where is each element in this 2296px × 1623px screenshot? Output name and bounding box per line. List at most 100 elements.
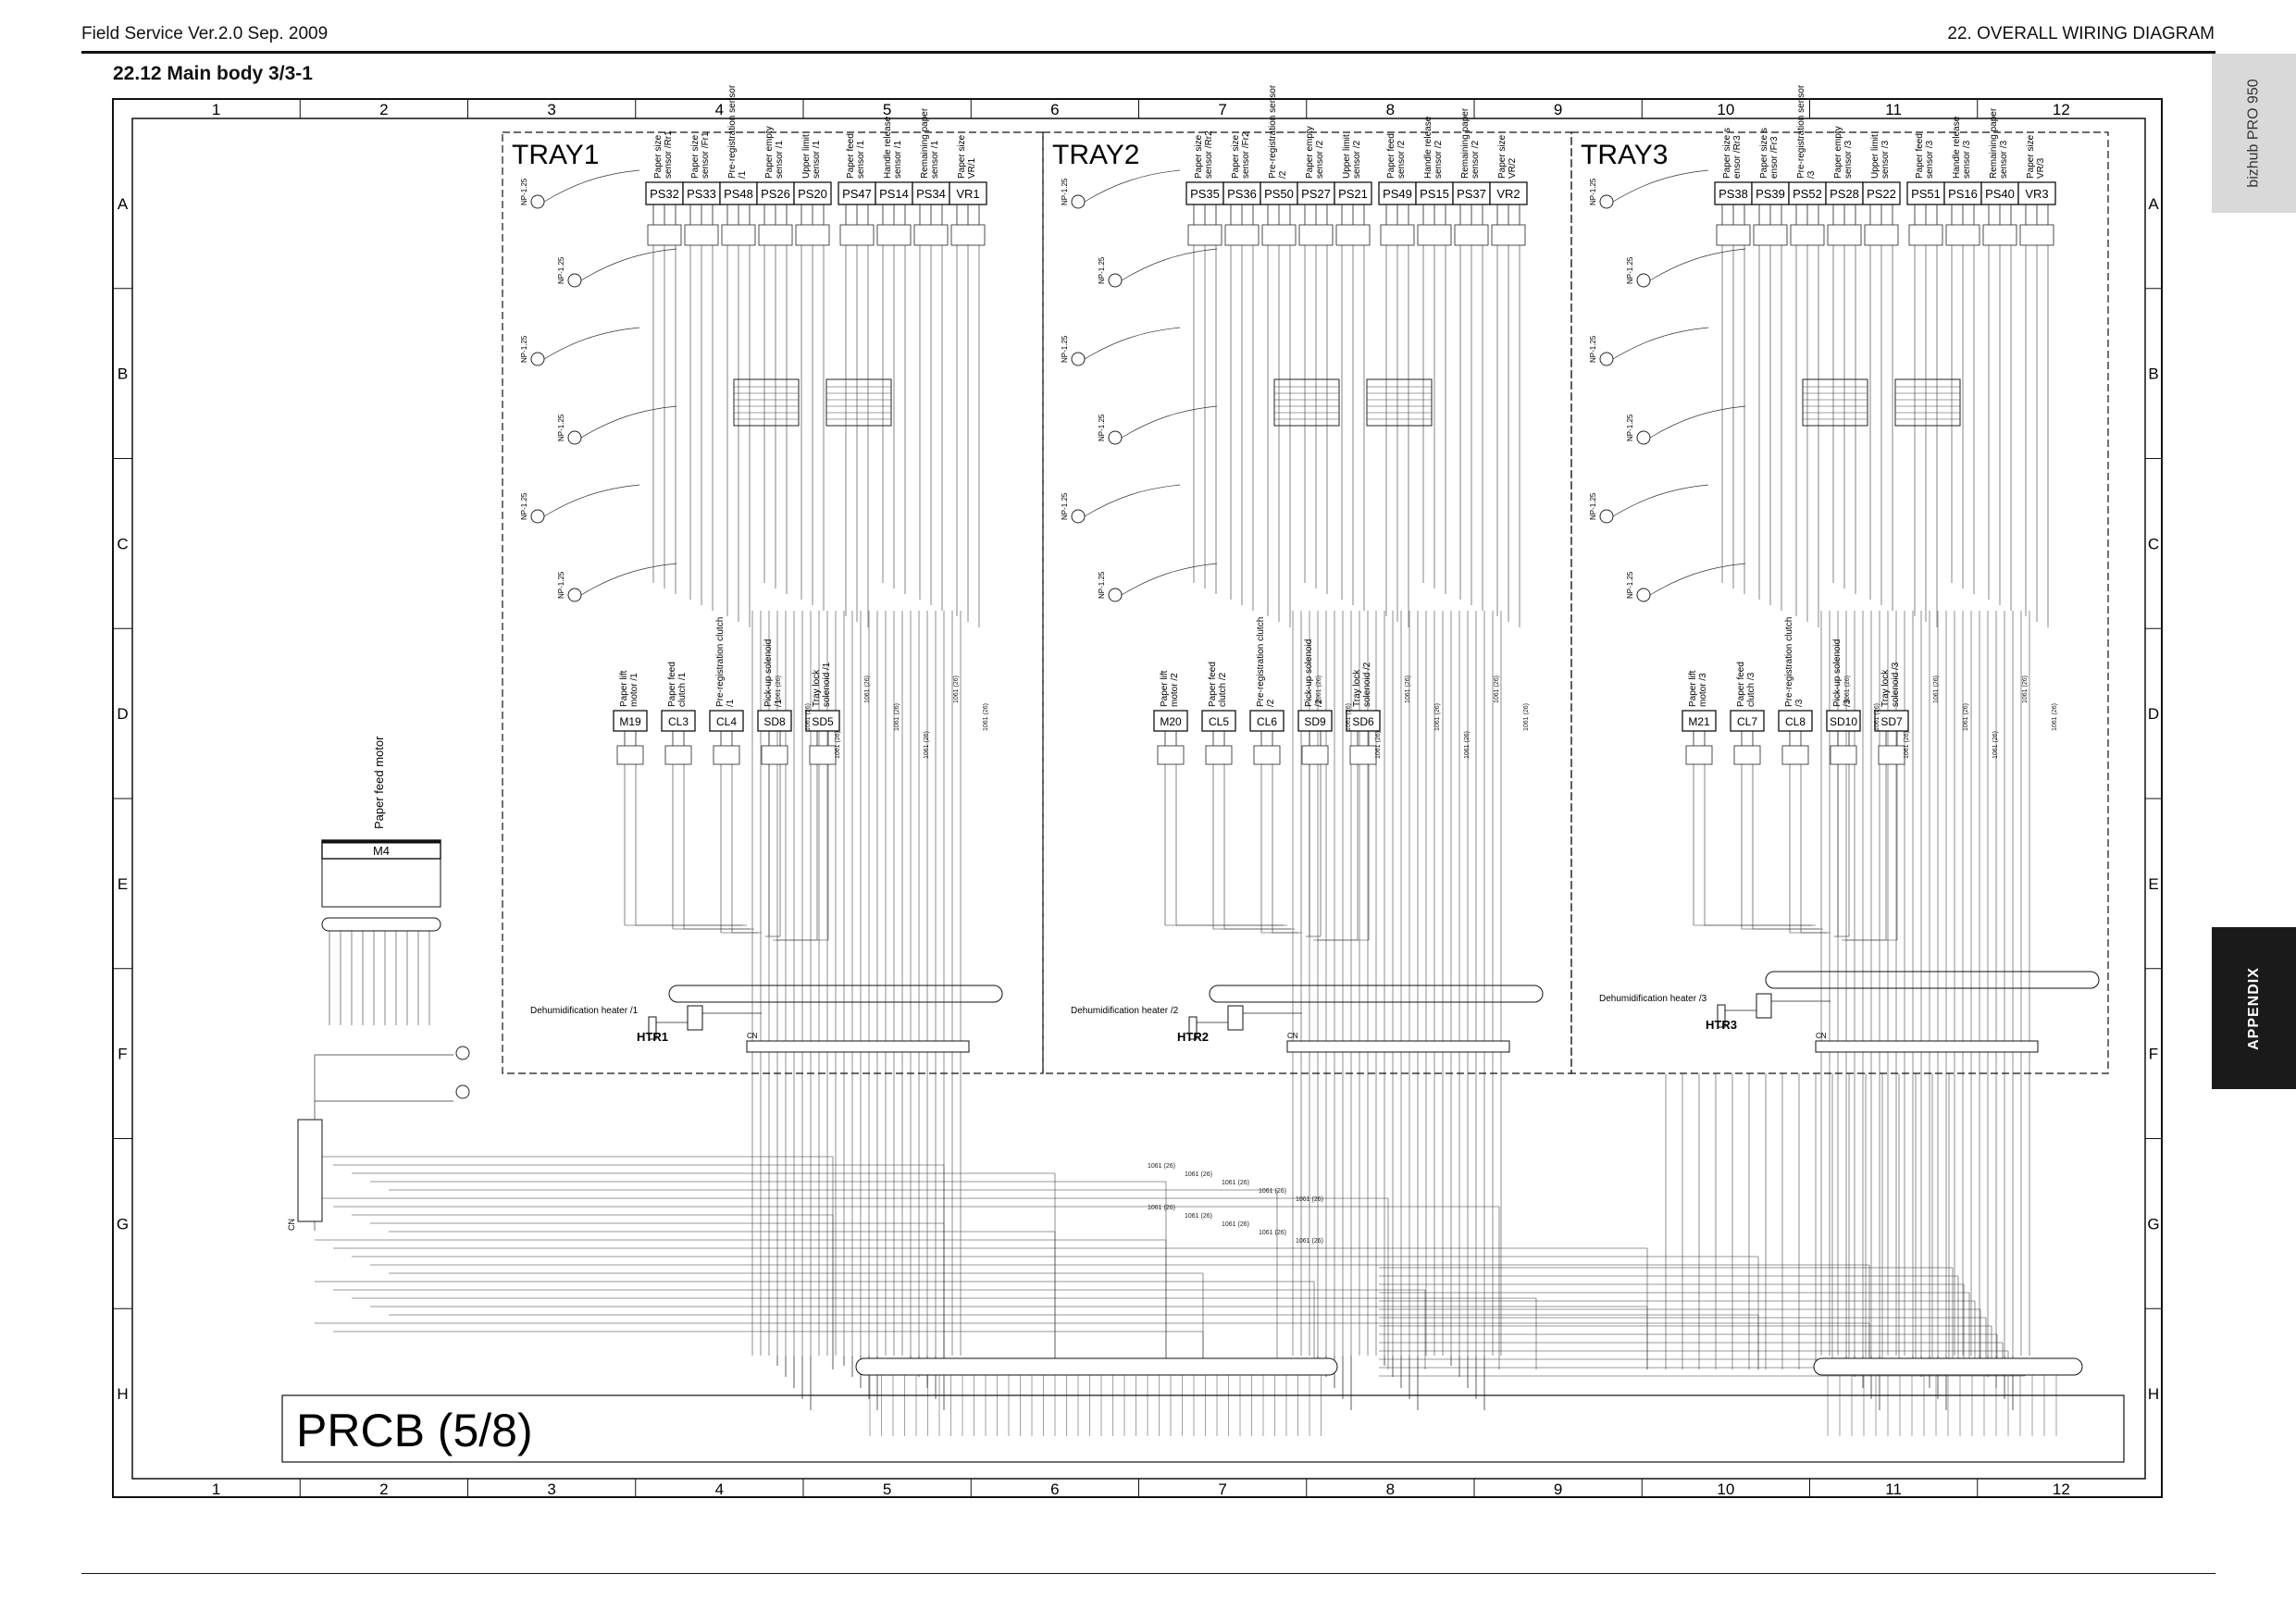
tray-title: TRAY1: [512, 140, 599, 170]
ground-terminal: [530, 509, 545, 524]
sensor-label-line1: Paper size: [653, 134, 664, 179]
sensor-label: Upper limitsensor /2: [1342, 134, 1362, 179]
wire-code-label: 1061 (26): [776, 675, 782, 703]
actuator-id: SD7: [1880, 715, 1903, 728]
ground-terminal: [1599, 352, 1614, 366]
row-label-left: E: [118, 875, 128, 893]
tray-harness-connector-label: CN: [747, 1032, 758, 1040]
row-label-right: A: [2148, 195, 2159, 213]
main-harness-code: 1061 (26): [1148, 1163, 1175, 1170]
side-tab-appendix[interactable]: APPENDIX: [2212, 927, 2296, 1089]
sensor-label-line1: Paper empty: [1833, 126, 1843, 179]
actuator-connector: [1205, 745, 1233, 765]
sensor-label-line1: Paper size: [1497, 134, 1508, 179]
sensor-label-line2: sensor /3: [1962, 140, 1972, 179]
sensor-label-line2: sensor /1: [812, 140, 822, 179]
ground-terminal: [567, 588, 582, 602]
ground-wire: [543, 327, 640, 360]
actuator-box: [1249, 710, 1285, 732]
sensor-id: PS15: [1420, 187, 1449, 201]
sensor-id: PS20: [798, 187, 827, 201]
prcb-connector-strip: [855, 1357, 1338, 1376]
sensor-label: Paper size sensor /Rr3: [1722, 128, 1743, 179]
sensor-label-line1: Remaining paper: [1989, 107, 1999, 179]
sensor-label-line2: ensor /Fr3: [1769, 136, 1780, 179]
sensor-label: Upper limitsensor /1: [801, 134, 822, 179]
actuator-box: [1346, 710, 1381, 732]
sensor-label: Pre-registration sensor/3: [1796, 84, 1817, 179]
sensor-label-line1: Pre-registration sensor: [1268, 84, 1278, 179]
col-label-bottom: 5: [883, 1481, 891, 1498]
tray-harness-connector-label: CN: [1816, 1032, 1827, 1040]
sensor-label-line1: Paper size: [1231, 134, 1241, 179]
row-label-left: H: [117, 1385, 128, 1403]
actuator-label: Paper liftmotor /2: [1160, 670, 1180, 707]
sensor-label-line2: /2: [1278, 170, 1288, 179]
col-label-top: 6: [1050, 101, 1059, 118]
relay-connector: [825, 378, 892, 427]
row-label-left: A: [118, 195, 129, 213]
sensor-id: PS26: [761, 187, 790, 201]
sensor-box: [793, 181, 832, 205]
heater-connector: [1756, 993, 1772, 1019]
sensor-label: Handle releasesensor /2: [1423, 116, 1444, 179]
sensor-connector: [876, 224, 912, 246]
actuator-label-line1: Paper lift: [1160, 670, 1170, 707]
sensor-label-line1: Paper feed: [1915, 133, 1925, 179]
col-label-bottom: 12: [2053, 1481, 2070, 1498]
wire-code-label: 1061 (26): [2052, 703, 2058, 731]
wire-code-label: 1061 (26): [953, 675, 960, 703]
heater-connector: [1227, 1005, 1244, 1031]
sensor-connector: [1224, 224, 1260, 246]
actuator-label-line2: clutch /2: [1218, 672, 1228, 707]
actuator-box: [1297, 710, 1333, 732]
ground-wire: [1649, 248, 1746, 281]
relay-connector: [1802, 378, 1868, 427]
sensor-connector: [1187, 224, 1222, 246]
row-label-right: E: [2148, 875, 2158, 893]
ground-pin-label: NP-1.25: [520, 335, 528, 363]
actuator-label: Pick-up solenoid/2: [1304, 639, 1324, 707]
side-tab-model[interactable]: bizhub PRO 950: [2212, 54, 2296, 213]
col-label-bottom: 9: [1554, 1481, 1562, 1498]
sensor-label-line2: sensor /Fr2: [1241, 131, 1251, 179]
actuator-label-line1: Pre-registration clutch: [1784, 617, 1794, 707]
sensor-id: PS14: [879, 187, 909, 201]
actuator-id: CL4: [716, 715, 737, 728]
ground-pin-label: NP-1.25: [1098, 571, 1106, 599]
wire-code-label: 1061 (26): [1375, 731, 1382, 759]
ground-wire: [1649, 563, 1746, 596]
actuator-label-line2: /3: [1843, 699, 1853, 707]
sensor-connector: [795, 224, 830, 246]
sensor-box: [1489, 181, 1528, 205]
sensor-connector: [1945, 224, 1980, 246]
wire-code-label: 1061 (26): [1434, 703, 1441, 731]
prcb-board-label: PRCB (5/8): [296, 1405, 533, 1456]
col-label-top: 10: [1717, 101, 1734, 118]
sensor-label-line2: sensor /3: [1925, 140, 1935, 179]
sensor-label-line2: sensor /1: [893, 140, 903, 179]
sensor-label-line2: sensor /Rr1: [664, 130, 674, 179]
col-label-bottom: 11: [1885, 1481, 1902, 1498]
actuator-box: [1874, 710, 1909, 732]
sensor-id: PS38: [1719, 187, 1748, 201]
heater-id: HTR3: [1706, 1018, 1737, 1032]
ground-wire: [1121, 248, 1218, 281]
actuator-label-line1: Paper feed: [1736, 662, 1746, 707]
actuator-label-line1: Paper feed: [1208, 662, 1218, 707]
sensor-id: PS52: [1793, 187, 1822, 201]
wire-code-label: 1061 (26): [1963, 703, 1969, 731]
actuator-label-line1: Paper lift: [1688, 670, 1698, 707]
heater-label: Dehumidification heater /2: [1071, 1006, 1179, 1016]
sensor-label-line1: Paper size s: [1722, 128, 1732, 179]
sensor-id: PS32: [650, 187, 679, 201]
wire-bundle-sleeve: [1209, 985, 1544, 1003]
main-harness-code: 1061 (26): [1222, 1180, 1249, 1186]
ground-pin-label: NP-1.25: [1626, 414, 1634, 441]
actuator-id: M20: [1160, 715, 1182, 728]
sensor-label: Paper feedsensor /2: [1386, 133, 1407, 179]
actuator-label-line2: solenoid /2: [1362, 662, 1372, 707]
sensor-connector: [684, 224, 719, 246]
sensor-connector: [839, 224, 875, 246]
